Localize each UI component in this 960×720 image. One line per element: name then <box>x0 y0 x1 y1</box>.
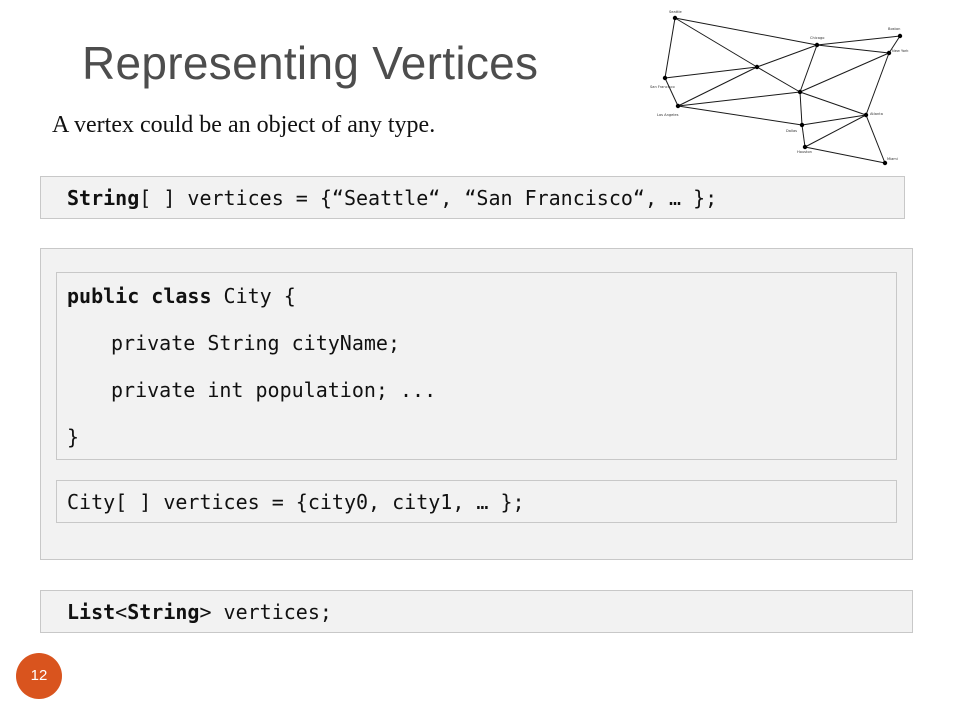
city-array-code: City[ ] vertices = {city0, city1, … }; <box>56 480 897 523</box>
node-chicago <box>814 42 820 48</box>
generic-string-keyword: String <box>127 600 200 624</box>
node-atlanta <box>863 112 869 118</box>
label-miami: Miami <box>887 157 898 161</box>
label-houston: Houston <box>797 150 812 154</box>
edge-dallas-atlanta <box>801 114 867 126</box>
label-losangeles: Los Angeles <box>657 113 679 117</box>
edge-chicago-boston <box>816 35 901 46</box>
edge-boston-newyork <box>888 35 901 54</box>
node-dallas <box>799 122 805 128</box>
edge-kansascity-atlanta <box>799 91 867 116</box>
node-denver <box>754 64 760 70</box>
edge-chicago-kansascity <box>799 44 818 93</box>
string-array-code: String[ ] vertices = {“Seattle“, “San Fr… <box>40 176 905 219</box>
node-houston <box>802 144 808 150</box>
graph-labels: Seattle Chicago Boston New York San Fran… <box>650 10 909 161</box>
label-atlanta: Atlanta <box>870 112 883 116</box>
edge-chicago-denver <box>756 44 818 68</box>
string-keyword: String <box>67 186 140 210</box>
list-keyword: List <box>67 600 116 624</box>
edge-atlanta-miami <box>865 114 886 164</box>
edge-sanfrancisco-losangeles <box>664 77 679 107</box>
edge-seattle-sanfrancisco <box>664 17 676 79</box>
edge-losangeles-denver <box>677 66 758 107</box>
edge-chicago-newyork <box>816 44 890 54</box>
graph-edges <box>664 17 901 164</box>
edge-losangeles-dallas <box>677 105 803 126</box>
slide-subtitle: A vertex could be an object of any type. <box>52 112 436 138</box>
edge-houston-atlanta <box>804 114 867 148</box>
graph-nodes <box>662 15 903 166</box>
edge-dallas-houston <box>801 124 806 148</box>
label-boston: Boston <box>888 27 900 31</box>
edge-sanfrancisco-denver <box>664 66 758 79</box>
edge-seattle-denver <box>674 17 818 46</box>
label-seattle: Seattle <box>669 10 683 14</box>
page-number-badge: 12 <box>16 653 62 699</box>
node-newyork <box>886 50 892 56</box>
code-line-cityname-field: private String cityName; <box>111 331 400 355</box>
code-line-class-header: public class City { <box>67 280 896 327</box>
edge-newyork-atlanta <box>865 52 890 116</box>
generic-open-bracket: < <box>115 600 128 624</box>
edge-denver-kansascity <box>756 66 801 93</box>
code-line-population-field: private int population; ... <box>111 378 437 402</box>
list-code: List<String> vertices; <box>40 590 913 633</box>
edge-newyork-kansascity <box>799 52 890 93</box>
slide-title: Representing Vertices <box>82 37 539 89</box>
class-header-rest: City { <box>211 284 296 308</box>
label-dallas: Dallas <box>786 129 797 133</box>
node-miami <box>882 160 888 166</box>
edge-losangeles-kansascity <box>677 91 801 107</box>
label-newyork: New York <box>892 49 909 53</box>
edge-seattle-chicago <box>674 17 758 68</box>
public-class-keyword: public class <box>67 284 212 308</box>
node-kansascity <box>797 89 803 95</box>
city-class-code: public class City { private String cityNa… <box>56 272 897 460</box>
node-sanfrancisco <box>662 75 668 81</box>
string-array-rest: [ ] vertices = {“Seattle“, “San Francisc… <box>139 186 718 210</box>
edge-kansascity-dallas <box>799 91 803 126</box>
label-chicago: Chicago <box>810 36 824 40</box>
node-boston <box>897 33 903 39</box>
edge-houston-miami <box>804 146 886 164</box>
node-seattle <box>672 15 678 21</box>
list-rest: > vertices; <box>199 600 332 624</box>
label-sanfrancisco: San Francisco <box>650 85 675 89</box>
code-line-closing-brace: } <box>67 425 80 449</box>
node-losangeles <box>675 103 681 109</box>
us-cities-graph: Seattle Chicago Boston New York San Fran… <box>650 10 909 166</box>
